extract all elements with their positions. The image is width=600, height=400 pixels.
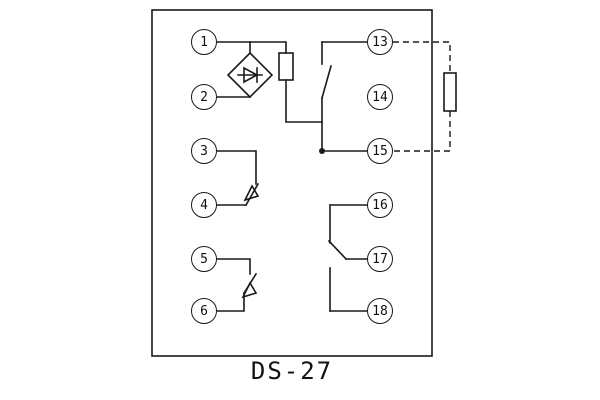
resistor-symbol: [443, 72, 457, 112]
relay-coil-symbol: [278, 52, 323, 123]
terminal-15: 15: [367, 138, 393, 164]
terminal-5: 5: [191, 246, 217, 272]
contact-13-15: [319, 41, 368, 154]
terminal-16: 16: [367, 192, 393, 218]
terminal-3: 3: [191, 138, 217, 164]
diagram-title: DS-27: [250, 357, 334, 385]
terminal-2: 2: [191, 84, 217, 110]
contact-16-17-18: [327, 204, 368, 312]
rectifier-bridge-symbol: [216, 41, 287, 99]
terminal-13: 13: [367, 29, 393, 55]
terminal-14: 14: [367, 84, 393, 110]
contact-arrow-icon: [243, 184, 260, 202]
terminal-6: 6: [191, 298, 217, 324]
terminal-1: 1: [191, 29, 217, 55]
terminal-18: 18: [367, 298, 393, 324]
diagram-border: [151, 9, 433, 357]
terminal-4: 4: [191, 192, 217, 218]
contact-3-4: [216, 150, 260, 207]
terminal-17: 17: [367, 246, 393, 272]
contact-5-6: [216, 258, 258, 312]
junction-dot: [319, 148, 325, 154]
contact-arrow-icon: [241, 281, 258, 299]
external-resistor-dashed: [393, 41, 457, 152]
